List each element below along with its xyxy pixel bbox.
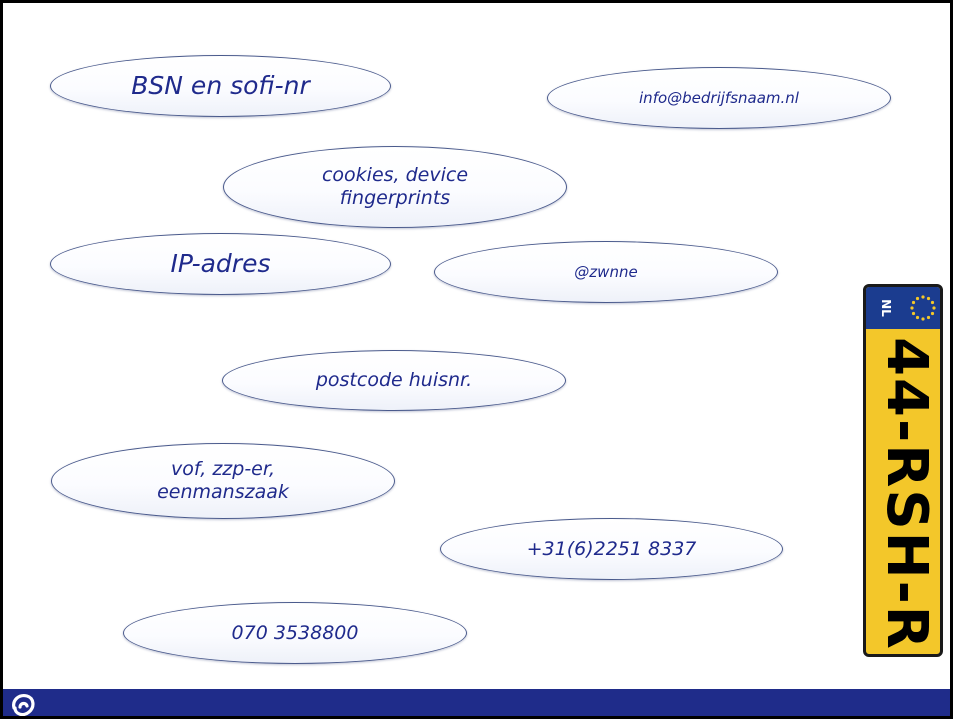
bubble-ip-text: IP-adres: [170, 249, 271, 278]
footer-bar: [3, 689, 950, 716]
eu-stars-icon: [910, 295, 936, 321]
bubble-ip: IP-adres: [50, 233, 391, 295]
bubble-bsn: BSN en sofi-nr: [50, 55, 391, 117]
plate-country-code: NL: [879, 299, 893, 317]
bubble-email-text: info@bedrijfsnaam.nl: [639, 89, 799, 107]
bubble-cookies: cookies, device fingerprints: [223, 146, 567, 228]
bubble-company: vof, zzp-er, eenmanszaak: [51, 443, 395, 519]
license-plate: NL 44-RSH-R: [863, 284, 943, 657]
bubble-mobile: +31(6)2251 8337: [440, 518, 783, 580]
bubble-mobile-text: +31(6)2251 8337: [526, 537, 697, 560]
bubble-postcode: postcode huisnr.: [222, 350, 566, 411]
swirl-logo-icon: [12, 694, 35, 716]
bubble-landline: 070 3538800: [123, 602, 467, 664]
bubble-landline-text: 070 3538800: [231, 621, 359, 644]
bubble-handle-text: @zwnne: [574, 263, 638, 281]
bubble-company-text: vof, zzp-er, eenmanszaak: [157, 458, 289, 504]
bubble-cookies-text: cookies, device fingerprints: [322, 164, 468, 210]
bubble-email: info@bedrijfsnaam.nl: [547, 67, 891, 129]
plate-number: 44-RSH-R: [874, 337, 939, 651]
bubble-cookies-line1: cookies, device: [321, 164, 469, 187]
bubble-company-line2: eenmanszaak: [157, 481, 289, 503]
bubble-handle: @zwnne: [434, 241, 778, 303]
bubble-company-line1: vof, zzp-er,: [171, 458, 275, 481]
bubble-cookies-line2: fingerprints: [339, 187, 451, 209]
bubble-postcode-text: postcode huisnr.: [315, 369, 473, 392]
bubble-bsn-text: BSN en sofi-nr: [131, 71, 310, 100]
plate-eu-band: [866, 287, 940, 329]
